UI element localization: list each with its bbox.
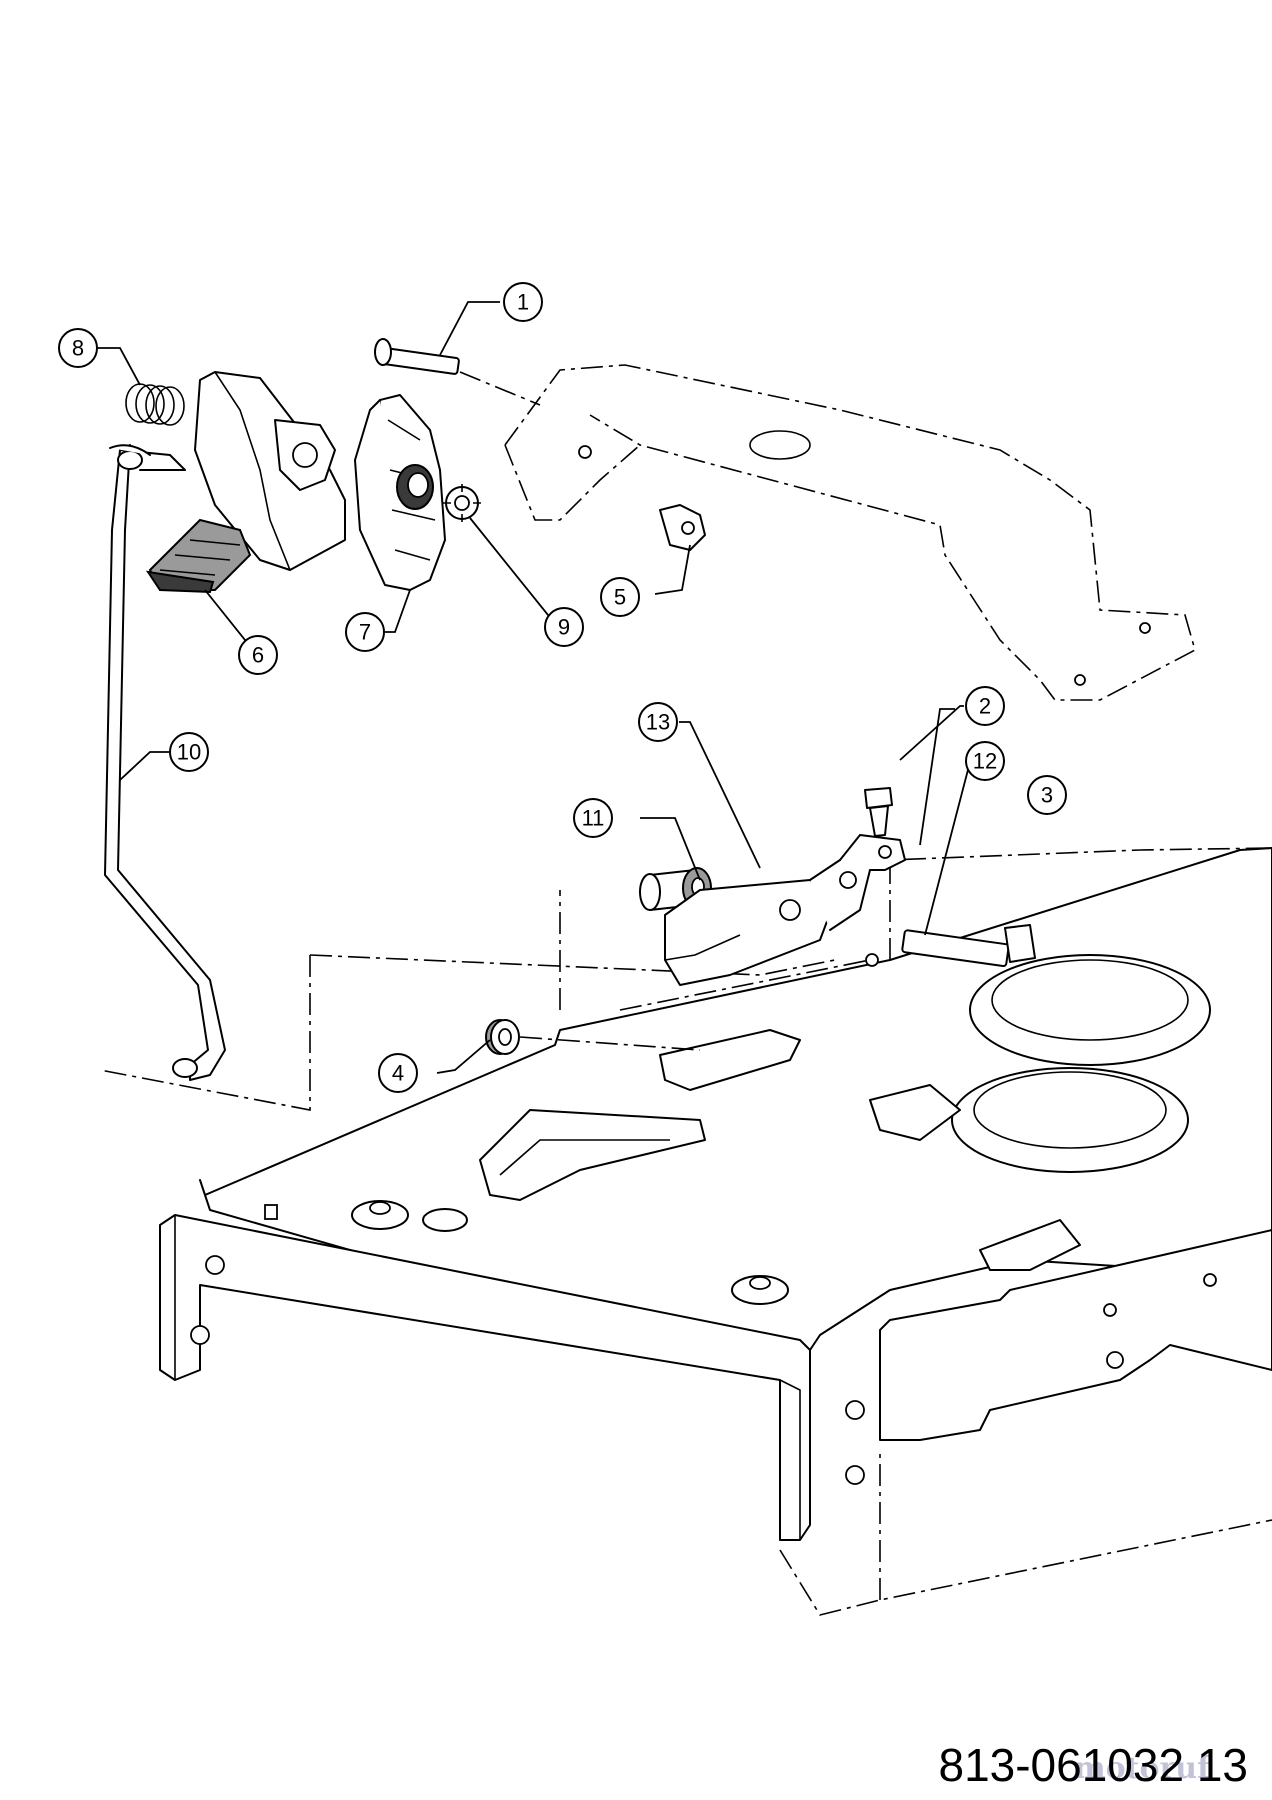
- part-2-bolt: [864, 787, 893, 967]
- part-8-spring: [125, 383, 185, 426]
- callout-label-9: 9: [558, 615, 570, 640]
- callout-11: 11: [573, 798, 613, 838]
- callout-label-2: 2: [979, 694, 991, 719]
- callout-13: 13: [638, 702, 678, 742]
- callout-label-12: 12: [973, 749, 997, 774]
- callout-label-3: 3: [1041, 783, 1053, 808]
- part-7-sector-plate: [354, 394, 446, 591]
- part-10-rod: [104, 444, 226, 1081]
- callout-label-1: 1: [517, 290, 529, 315]
- callout-label-5: 5: [614, 585, 626, 610]
- chassis-frame: [99, 847, 1272, 1616]
- callout-1: 1: [503, 282, 543, 322]
- callout-8: 8: [58, 328, 98, 368]
- callout-label-4: 4: [392, 1061, 404, 1086]
- part-3-bolt: [901, 924, 1036, 968]
- part-5-nut: [659, 504, 706, 551]
- callout-label-7: 7: [359, 620, 371, 645]
- callout-4: 4: [378, 1053, 418, 1093]
- callout-3: 3: [1027, 775, 1067, 815]
- part-12-bracket: [839, 834, 906, 871]
- callout-9: 9: [544, 607, 584, 647]
- callout-7: 7: [345, 612, 385, 652]
- callout-5: 5: [600, 577, 640, 617]
- callout-10: 10: [169, 732, 209, 772]
- callout-label-6: 6: [252, 643, 264, 668]
- part-1-bolt: [374, 338, 541, 406]
- part-4-bushing: [485, 1019, 701, 1055]
- part-6-lever: [145, 371, 346, 594]
- part-9-star-washer: [443, 484, 481, 522]
- callout-label-10: 10: [177, 740, 201, 765]
- callout-6: 6: [238, 635, 278, 675]
- drawing-number: 813-061032 13: [938, 1739, 1248, 1791]
- callout-12: 12: [965, 741, 1005, 781]
- callout-2: 2: [965, 686, 1005, 726]
- callout-label-8: 8: [72, 336, 84, 361]
- callout-label-13: 13: [646, 710, 670, 735]
- watermark: motoruf: [1073, 1751, 1210, 1786]
- seat-bracket: [504, 364, 1196, 701]
- callout-label-11: 11: [582, 806, 605, 831]
